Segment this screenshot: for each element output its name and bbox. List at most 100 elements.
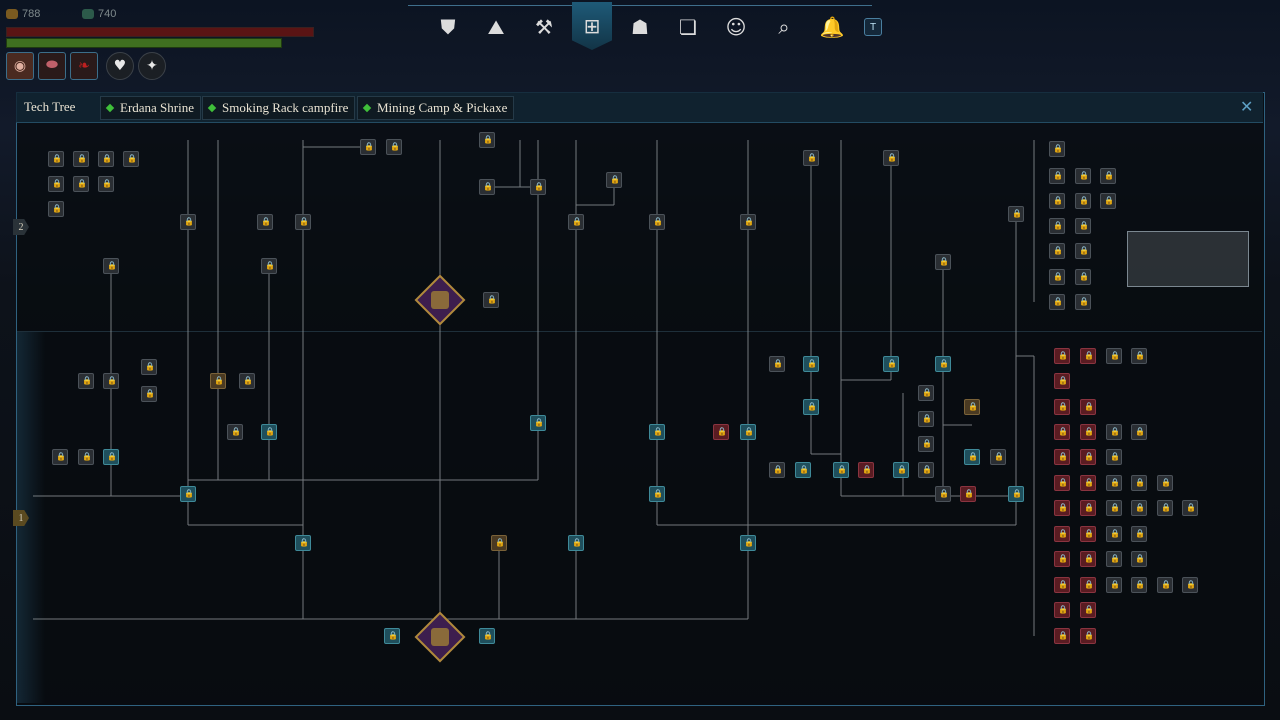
tech-node[interactable]: 🔒 bbox=[918, 411, 934, 427]
tech-node[interactable]: 🔒 bbox=[1008, 206, 1024, 222]
tech-node[interactable]: 🔒 bbox=[935, 356, 951, 372]
tech-node[interactable]: 🔒 bbox=[210, 373, 226, 389]
tech-node[interactable]: 🔒 bbox=[227, 424, 243, 440]
tech-node[interactable]: 🔒 bbox=[803, 356, 819, 372]
tech-node[interactable]: 🔒 bbox=[1049, 193, 1065, 209]
character-tab[interactable]: ☺ bbox=[716, 8, 756, 46]
buff-button[interactable]: ✦ bbox=[138, 52, 166, 80]
tech-node[interactable]: 🔒 bbox=[1157, 475, 1173, 491]
tech-node[interactable]: 🔒 bbox=[649, 424, 665, 440]
tech-node[interactable]: 🔒 bbox=[568, 535, 584, 551]
tech-node[interactable]: 🔒 bbox=[1054, 577, 1070, 593]
tech-node[interactable]: 🔒 bbox=[964, 449, 980, 465]
tech-node[interactable]: 🔒 bbox=[1100, 168, 1116, 184]
tech-node[interactable]: 🔒 bbox=[1075, 168, 1091, 184]
tech-node[interactable]: 🔒 bbox=[740, 214, 756, 230]
tech-node[interactable]: 🔒 bbox=[883, 356, 899, 372]
pinned-item-smoking-rack[interactable]: Smoking Rack campfire bbox=[202, 96, 356, 120]
heal-button[interactable]: ♥ bbox=[106, 52, 134, 80]
tech-node[interactable]: 🔒 bbox=[606, 172, 622, 188]
tech-node[interactable]: 🔒 bbox=[803, 150, 819, 166]
tech-node[interactable]: 🔒 bbox=[568, 214, 584, 230]
tech-node[interactable]: 🔒 bbox=[1182, 577, 1198, 593]
tech-node[interactable]: 🔒 bbox=[1054, 500, 1070, 516]
tech-node[interactable]: 🔒 bbox=[98, 151, 114, 167]
tech-node[interactable]: 🔒 bbox=[261, 258, 277, 274]
tech-node[interactable]: 🔒 bbox=[1080, 424, 1096, 440]
tech-node[interactable]: 🔒 bbox=[1080, 628, 1096, 644]
pinned-item-erdana-shrine[interactable]: Erdana Shrine bbox=[100, 96, 202, 120]
tech-node[interactable]: 🔒 bbox=[1157, 500, 1173, 516]
pinned-item-mining-camp[interactable]: Mining Camp & Pickaxe bbox=[357, 96, 515, 120]
tech-node[interactable]: 🔒 bbox=[1080, 475, 1096, 491]
tech-node[interactable]: 🔒 bbox=[883, 150, 899, 166]
tech-node[interactable]: 🔒 bbox=[935, 486, 951, 502]
map-tab[interactable]: ⛰ bbox=[476, 8, 516, 46]
tech-node[interactable]: 🔒 bbox=[893, 462, 909, 478]
tech-node[interactable]: 🔒 bbox=[649, 214, 665, 230]
quest-tab[interactable]: ⌕ bbox=[764, 8, 804, 46]
tech-node[interactable]: 🔒 bbox=[1054, 526, 1070, 542]
tech-node[interactable]: 🔒 bbox=[1054, 449, 1070, 465]
tech-node[interactable]: 🔒 bbox=[1080, 449, 1096, 465]
tech-node[interactable]: 🔒 bbox=[98, 176, 114, 192]
tech-node[interactable]: 🔒 bbox=[1080, 602, 1096, 618]
tech-node[interactable]: 🔒 bbox=[1080, 500, 1096, 516]
tech-node[interactable]: 🔒 bbox=[48, 151, 64, 167]
close-icon[interactable]: ✕ bbox=[1240, 97, 1254, 116]
tech-node[interactable]: 🔒 bbox=[713, 424, 729, 440]
tech-node[interactable]: 🔒 bbox=[384, 628, 400, 644]
tech-node[interactable]: 🔒 bbox=[52, 449, 68, 465]
tech-tree-tab[interactable]: ⊞ bbox=[572, 2, 612, 50]
tech-node[interactable]: 🔒 bbox=[740, 424, 756, 440]
tech-node[interactable]: 🔒 bbox=[1049, 243, 1065, 259]
tree-minimap[interactable] bbox=[1127, 231, 1249, 287]
tech-node[interactable]: 🔒 bbox=[795, 462, 811, 478]
tech-node[interactable]: 🔒 bbox=[103, 449, 119, 465]
tech-node[interactable]: 🔒 bbox=[960, 486, 976, 502]
tech-node[interactable]: 🔒 bbox=[1080, 577, 1096, 593]
tech-node[interactable]: 🔒 bbox=[769, 462, 785, 478]
tech-node[interactable]: 🔒 bbox=[1106, 577, 1122, 593]
tech-node[interactable]: 🔒 bbox=[483, 292, 499, 308]
tech-node[interactable]: 🔒 bbox=[48, 201, 64, 217]
tech-node[interactable]: 🔒 bbox=[1049, 269, 1065, 285]
tech-node[interactable]: 🔒 bbox=[257, 214, 273, 230]
mask-tab[interactable]: ☗ bbox=[620, 8, 660, 46]
tech-node[interactable]: 🔒 bbox=[1054, 551, 1070, 567]
tech-node[interactable]: 🔒 bbox=[1049, 294, 1065, 310]
tech-node[interactable]: 🔒 bbox=[1075, 294, 1091, 310]
tech-node[interactable]: 🔒 bbox=[1106, 500, 1122, 516]
tech-node[interactable]: 🔒 bbox=[1054, 399, 1070, 415]
tech-node[interactable]: 🔒 bbox=[1075, 243, 1091, 259]
tech-node[interactable]: 🔒 bbox=[1080, 551, 1096, 567]
tech-node[interactable]: 🔒 bbox=[261, 424, 277, 440]
tech-node[interactable]: 🔒 bbox=[1049, 141, 1065, 157]
hammer-tab[interactable]: ⚒ bbox=[524, 8, 564, 46]
tech-node[interactable]: 🔒 bbox=[918, 462, 934, 478]
tech-node[interactable]: 🔒 bbox=[1131, 577, 1147, 593]
tech-node[interactable]: 🔒 bbox=[1054, 628, 1070, 644]
tech-node[interactable]: 🔒 bbox=[1131, 348, 1147, 364]
tech-node[interactable]: 🔒 bbox=[649, 486, 665, 502]
tech-node[interactable]: 🔒 bbox=[479, 628, 495, 644]
tech-node[interactable]: 🔒 bbox=[1075, 193, 1091, 209]
tech-node[interactable]: 🔒 bbox=[1049, 218, 1065, 234]
tech-node[interactable]: 🔒 bbox=[73, 176, 89, 192]
tech-node[interactable]: 🔒 bbox=[935, 254, 951, 270]
tech-node[interactable]: 🔒 bbox=[1075, 218, 1091, 234]
tech-node[interactable]: 🔒 bbox=[769, 356, 785, 372]
tech-node[interactable]: 🔒 bbox=[1131, 475, 1147, 491]
tech-node[interactable]: 🔒 bbox=[1131, 551, 1147, 567]
tech-node[interactable]: 🔒 bbox=[103, 258, 119, 274]
tech-node[interactable]: 🔒 bbox=[78, 373, 94, 389]
armor-tab[interactable]: ⛊ bbox=[428, 8, 468, 46]
tech-node[interactable]: 🔒 bbox=[386, 139, 402, 155]
tech-node[interactable]: 🔒 bbox=[918, 436, 934, 452]
tech-node[interactable]: 🔒 bbox=[1131, 424, 1147, 440]
tech-node[interactable]: 🔒 bbox=[479, 179, 495, 195]
tech-node[interactable]: 🔒 bbox=[103, 373, 119, 389]
tech-node[interactable]: 🔒 bbox=[1106, 348, 1122, 364]
tech-node[interactable]: 🔒 bbox=[1054, 602, 1070, 618]
tech-node[interactable]: 🔒 bbox=[1131, 526, 1147, 542]
